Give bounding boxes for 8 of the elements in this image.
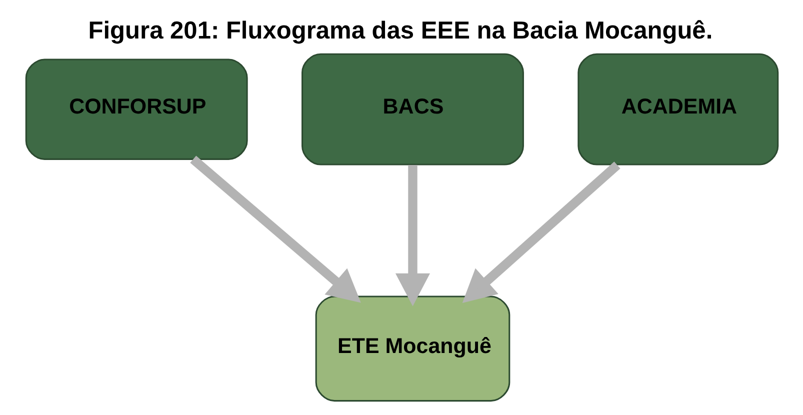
arrow [394, 165, 430, 306]
diagram-title: Figura 201: Fluxograma das EEE na Bacia Mocanguê. [88, 17, 712, 44]
node-box: ETE Mocanguê [314, 296, 510, 402]
node-box: ACADEMIA [577, 53, 778, 166]
arrow [462, 162, 620, 303]
node-box: BACS [301, 53, 524, 166]
arrow [190, 156, 360, 303]
node-box: CONFORSUP [24, 58, 248, 160]
